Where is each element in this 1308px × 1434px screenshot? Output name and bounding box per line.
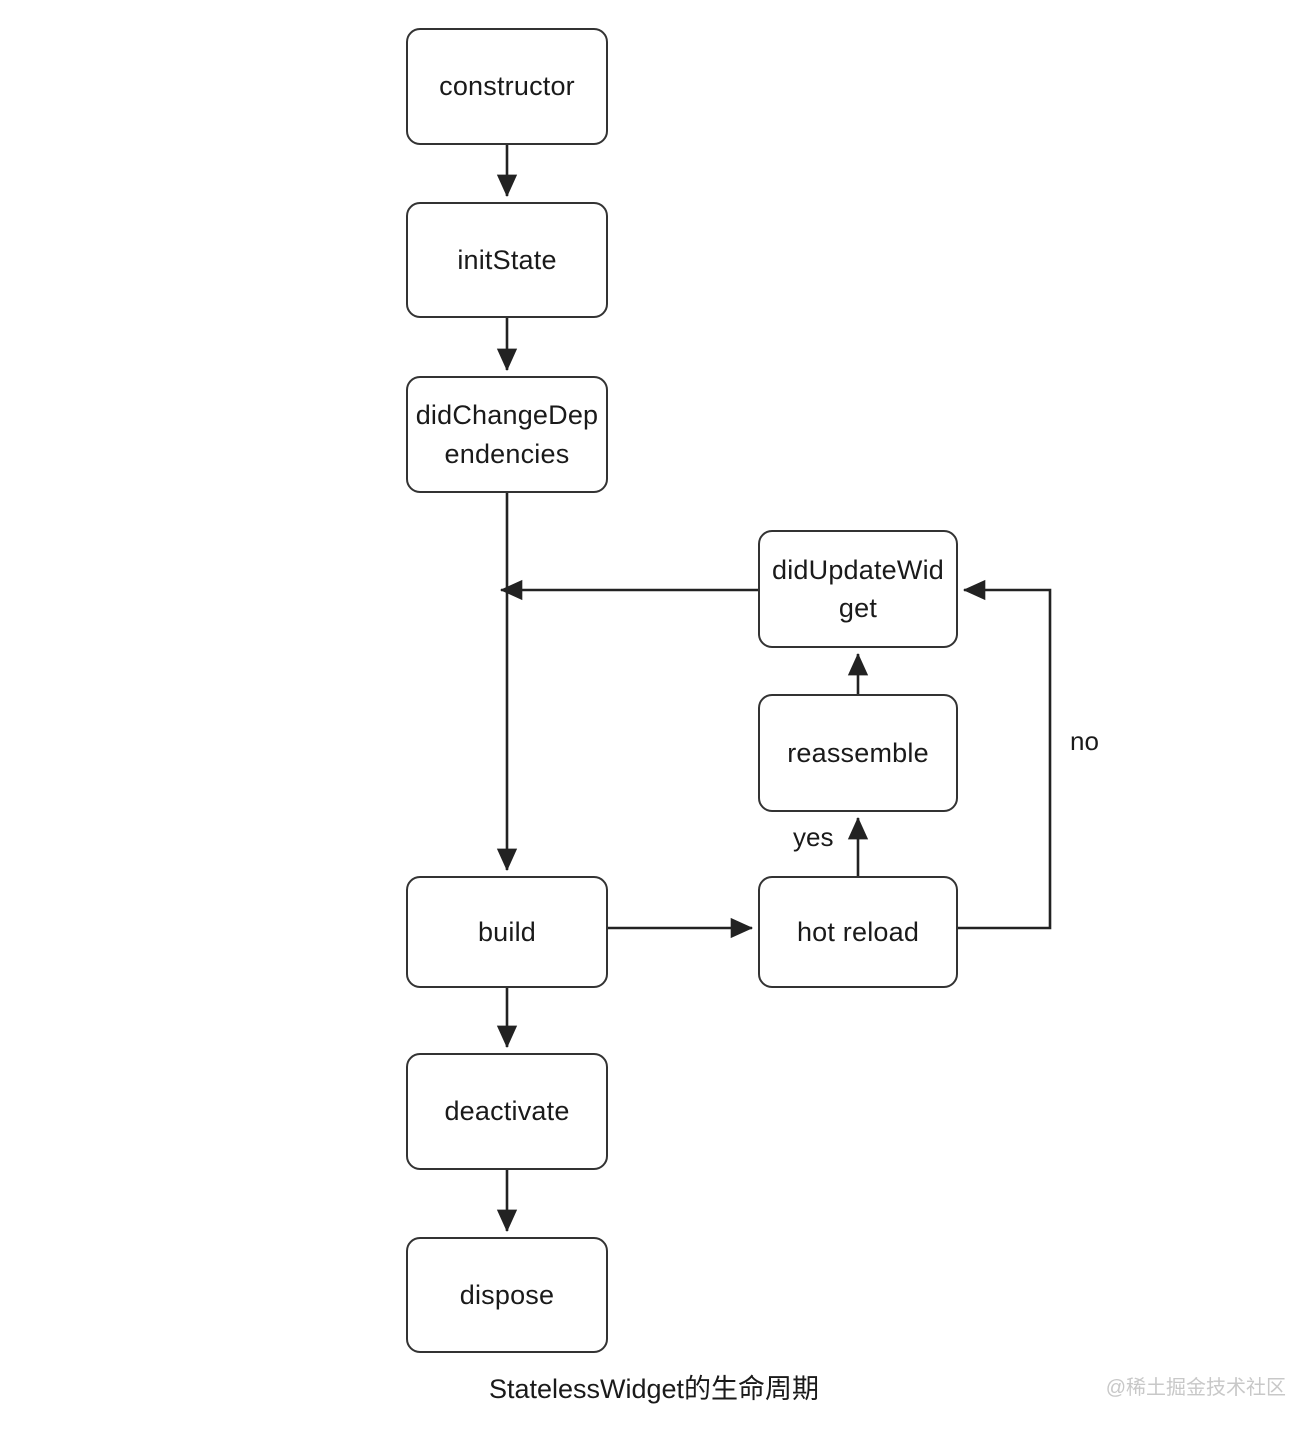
node-dispose[interactable]: dispose xyxy=(406,1237,608,1353)
node-deactivate[interactable]: deactivate xyxy=(406,1053,608,1170)
node-reassemble[interactable]: reassemble xyxy=(758,694,958,812)
edge-label-no: no xyxy=(1070,726,1099,756)
diagram-caption: StatelessWidget的生命周期 xyxy=(488,1374,820,1404)
edge-hotreload-to-didupdatewidget-no xyxy=(958,579,1052,930)
node-initstate[interactable]: initState xyxy=(406,202,608,318)
node-constructor[interactable]: constructor xyxy=(406,28,608,145)
node-didupdatewidget[interactable]: didUpdateWid get xyxy=(758,530,958,648)
node-didchangedependencies[interactable]: didChangeDep endencies xyxy=(406,376,608,493)
node-hotreload[interactable]: hot reload xyxy=(758,876,958,988)
node-build[interactable]: build xyxy=(406,876,608,988)
edge-label-yes: yes xyxy=(793,822,834,852)
watermark: @稀土掘金技术社区 xyxy=(1105,1377,1286,1399)
